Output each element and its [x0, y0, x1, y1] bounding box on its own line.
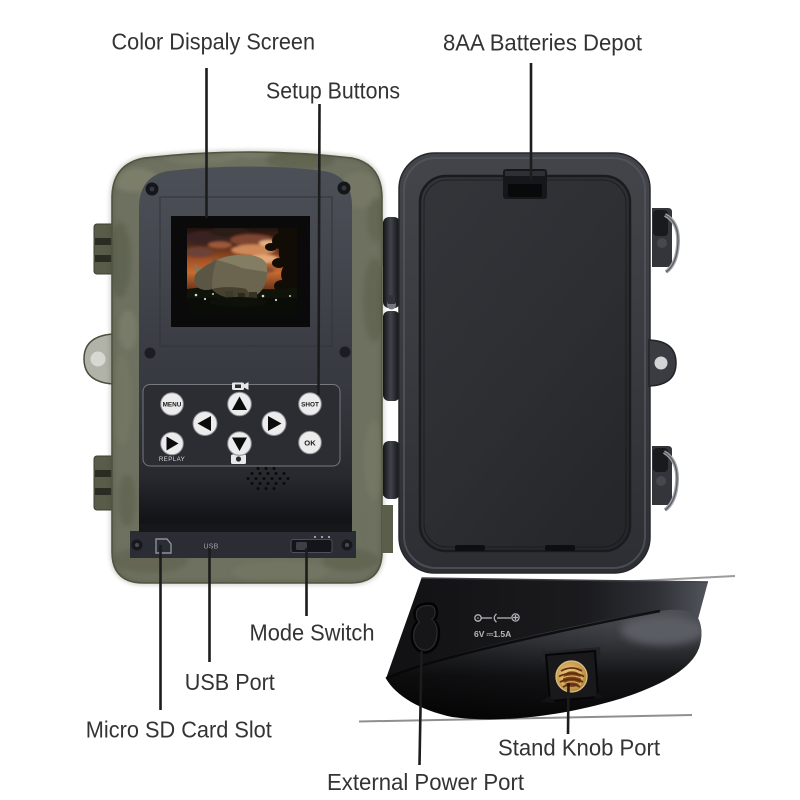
svg-text:Micro SD Card Slot: Micro SD Card Slot — [86, 717, 273, 743]
svg-text:SHOT: SHOT — [301, 402, 319, 409]
svg-text:USB: USB — [204, 544, 219, 551]
svg-text:REPLAY: REPLAY — [159, 456, 185, 463]
svg-text:Mode Switch: Mode Switch — [250, 620, 375, 646]
svg-text:8AA Batteries Depot: 8AA Batteries Depot — [443, 30, 643, 56]
svg-text:Stand Knob Port: Stand Knob Port — [498, 735, 661, 761]
svg-text:MENU: MENU — [163, 402, 182, 409]
svg-text:⎓1.5A: ⎓1.5A — [487, 629, 512, 639]
svg-text:OK: OK — [304, 439, 316, 448]
svg-text:6V: 6V — [474, 629, 485, 639]
svg-text:External Power Port: External Power Port — [327, 769, 525, 795]
svg-text:Setup Buttons: Setup Buttons — [266, 78, 400, 104]
svg-text:USB Port: USB Port — [185, 669, 276, 695]
svg-text:Color Dispaly Screen: Color Dispaly Screen — [112, 29, 316, 55]
